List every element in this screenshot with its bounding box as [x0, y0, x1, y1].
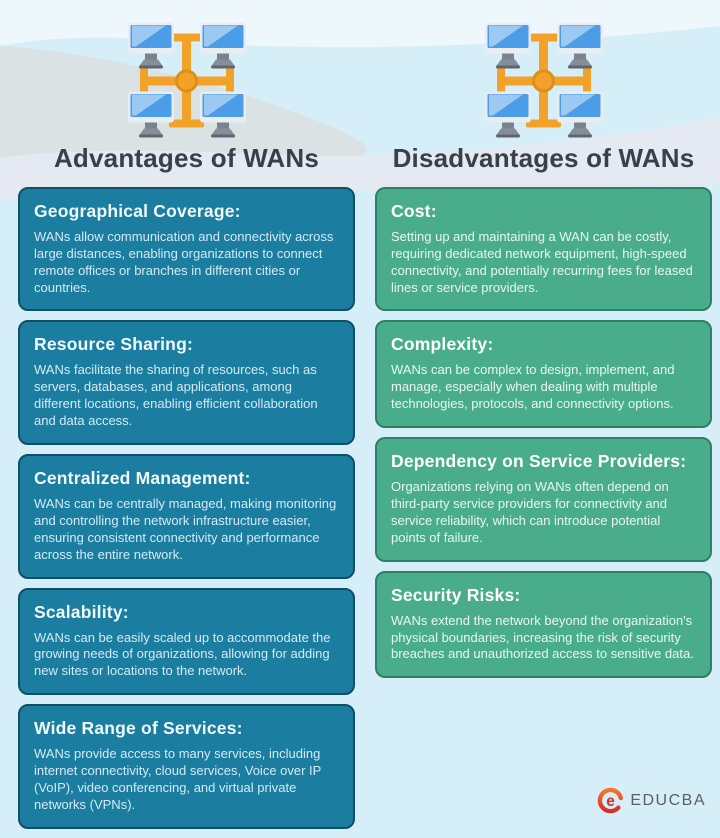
disadvantages-column: Disadvantages of WANs Cost: Setting up a… [375, 0, 712, 838]
card-body: Setting up and maintaining a WAN can be … [391, 228, 693, 295]
educba-logo-text: EDUCBA [630, 791, 706, 809]
info-card: Scalability: WANs can be easily scaled u… [18, 587, 355, 696]
educba-e-logo-icon: e [598, 787, 624, 814]
computer-network-icon [128, 22, 246, 138]
card-body: WANs can be centrally managed, making mo… [34, 496, 337, 562]
card-body: WANs allow communication and connectivit… [34, 228, 334, 295]
disadvantages-header: Disadvantages of WANs [375, 0, 712, 187]
card-heading: Dependency on Service Providers: [391, 451, 687, 472]
info-card: Resource Sharing: WANs facilitate the sh… [18, 320, 355, 446]
info-card: Geographical Coverage: WANs allow commun… [18, 186, 355, 312]
info-card: Cost: Setting up and maintaining a WAN c… [375, 186, 712, 312]
card-heading: Geographical Coverage: [34, 200, 241, 221]
info-card: Wide Range of Services: WANs provide acc… [18, 704, 355, 829]
disadvantages-card-list: Cost: Setting up and maintaining a WAN c… [375, 186, 712, 687]
info-card: Security Risks: WANs extend the network … [375, 570, 712, 679]
advantages-header: Advantages of WANs [18, 0, 355, 187]
card-body: Organizations relying on WANs often depe… [391, 479, 669, 545]
advantages-title: Advantages of WANs [53, 143, 320, 173]
card-heading: Cost: [391, 200, 437, 221]
info-card: Complexity: WANs can be complex to desig… [375, 320, 712, 429]
card-heading: Complexity: [391, 334, 494, 355]
info-card: Dependency on Service Providers: Organiz… [375, 437, 712, 562]
card-heading: Security Risks: [391, 584, 521, 605]
svg-text:e: e [607, 793, 616, 810]
card-heading: Centralized Management: [34, 468, 251, 489]
advantages-card-list: Geographical Coverage: WANs allow commun… [18, 186, 355, 838]
card-body: WANs extend the network beyond the organ… [391, 612, 694, 662]
educba-logo: e EDUCBA [597, 787, 706, 814]
advantages-column: Advantages of WANs Geographical Coverage… [18, 0, 355, 838]
card-heading: Scalability: [34, 601, 129, 622]
card-body: WANs can be complex to design, implement… [391, 362, 675, 412]
info-card: Centralized Management: WANs can be cent… [18, 454, 355, 579]
card-heading: Resource Sharing: [34, 334, 193, 355]
card-heading: Wide Range of Services: [34, 718, 243, 739]
card-body: WANs provide access to many services, in… [34, 746, 322, 812]
disadvantages-title: Disadvantages of WANs [392, 143, 695, 173]
card-body: WANs can be easily scaled up to accommod… [34, 629, 331, 679]
computer-network-icon [485, 22, 603, 138]
card-body: WANs facilitate the sharing of resources… [34, 362, 318, 429]
